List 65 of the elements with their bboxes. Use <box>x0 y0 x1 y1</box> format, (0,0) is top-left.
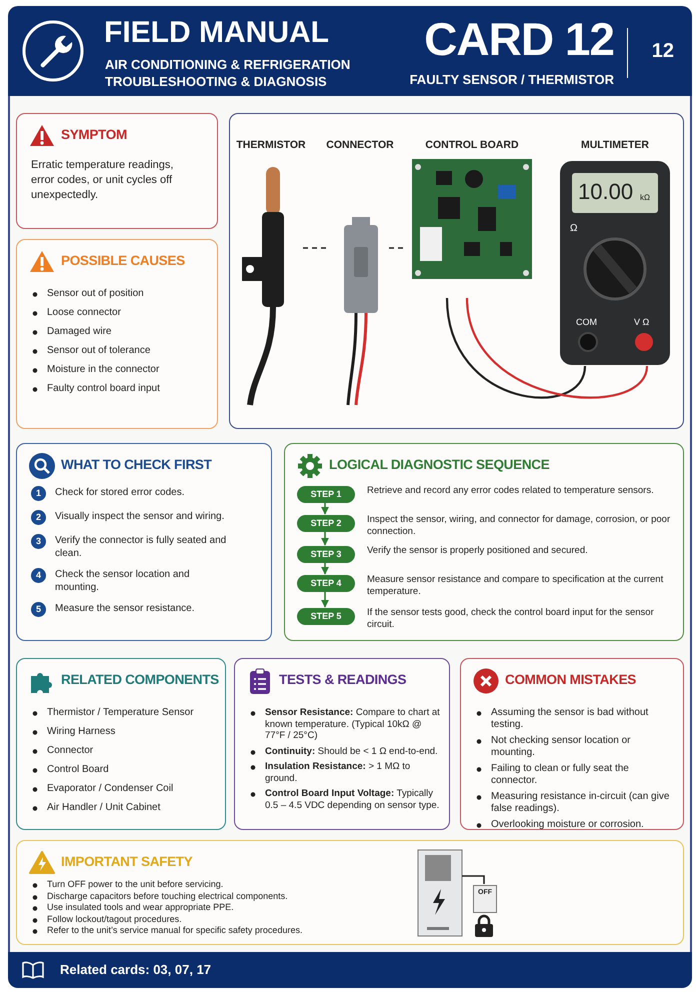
list-item: Sensor Resistance: Compare to chart at known temperature. (Typical 10kΩ @ 77°F / 25°C) <box>249 707 441 742</box>
panel-heading: RELATED COMPONENTS <box>61 672 219 687</box>
card-topic: FAULTY SENSOR / THERMISTOR <box>410 72 614 87</box>
card-number: CARD 12 <box>424 12 614 66</box>
list-item: Check for stored error codes. <box>55 486 186 500</box>
step-description: Verify the sensor is properly positioned and secured. <box>367 545 589 557</box>
panel-heading: SYMPTOM <box>61 127 127 142</box>
card-index: 12 <box>652 40 674 63</box>
dial-label: Ω <box>570 223 578 234</box>
safety-card <box>16 840 684 945</box>
test-lead <box>446 298 586 398</box>
connector-line <box>389 247 405 249</box>
description-text: Erratic temperature readings, error codes, or unit cycles off unexpectedly. <box>31 158 174 203</box>
jack-label: V Ω <box>634 317 650 327</box>
component-label: THERMISTOR <box>235 139 307 151</box>
arrow <box>321 562 329 575</box>
number-badge: 5 <box>31 602 46 617</box>
checklist-card <box>16 443 272 641</box>
panel-heading: IMPORTANT SAFETY <box>61 854 192 869</box>
step-description: Inspect the sensor, wiring, and connector for damage, corrosion, or poor connection. <box>367 514 672 538</box>
panel-heading: LOGICAL DIAGNOSTIC SEQUENCE <box>329 457 550 472</box>
symptom-card <box>16 113 218 229</box>
connector-line <box>462 875 485 884</box>
step-badge: STEP 5 <box>297 608 355 625</box>
component-label: CONNECTOR <box>325 139 395 151</box>
jack-label: COM <box>576 317 597 327</box>
list-item: Control Board Input Voltage: Typically 0.5 – 4.5 VDC depending on sensor type. <box>249 788 441 811</box>
step-description: Measure sensor resistance and compare to specification at the current temperature. <box>367 574 664 598</box>
step-badge: STEP 2 <box>297 515 355 532</box>
list-item: Check the sensor location and mounting. <box>55 568 191 594</box>
list-item: Measure the sensor resistance. <box>55 602 196 616</box>
arrow <box>321 502 329 515</box>
header-title: FIELD MANUAL <box>104 16 329 50</box>
components-card <box>16 658 226 830</box>
number-badge: 2 <box>31 510 46 525</box>
footer-bar <box>8 952 692 988</box>
component-label: MULTIMETER <box>580 139 650 151</box>
sequence-card <box>284 443 684 641</box>
list-item: Visually inspect the sensor and wiring. <box>55 510 226 524</box>
panel-heading: POSSIBLE CAUSES <box>61 253 185 268</box>
step-badge: STEP 4 <box>297 575 355 592</box>
step-description: If the sensor tests good, check the control board input for the sensor circuit. <box>367 607 655 631</box>
unit-label: kΩ <box>640 193 650 202</box>
step-badge: STEP 3 <box>297 546 355 563</box>
number-badge: 3 <box>31 534 46 549</box>
arrow <box>321 591 329 608</box>
panel-heading: WHAT TO CHECK FIRST <box>61 457 212 472</box>
connector-line <box>303 247 329 249</box>
causes-card <box>16 239 218 429</box>
illustration-panel <box>229 113 684 429</box>
list-item: Verify the connector is fully seated and clean. <box>55 534 228 560</box>
display-reading: 10.00 <box>578 179 634 205</box>
tests-card <box>234 658 450 830</box>
step-description: Retrieve and record any error codes related to temperature sensors. <box>367 485 655 497</box>
panel-heading: COMMON MISTAKES <box>505 672 636 687</box>
step-badge: STEP 1 <box>297 486 355 503</box>
arrow <box>321 531 329 546</box>
number-badge: 1 <box>31 486 46 501</box>
header-subtitle: AIR CONDITIONING & REFRIGERATION TROUBLESHOOTING & DIAGNOSIS <box>105 56 352 90</box>
panel-heading: TESTS & READINGS <box>279 672 406 687</box>
header-banner <box>8 6 692 96</box>
test-lead <box>466 298 648 398</box>
mistakes-card <box>460 658 684 830</box>
related-cards-text: Related cards: 03, 07, 17 <box>60 962 212 977</box>
number-badge: 4 <box>31 568 46 583</box>
